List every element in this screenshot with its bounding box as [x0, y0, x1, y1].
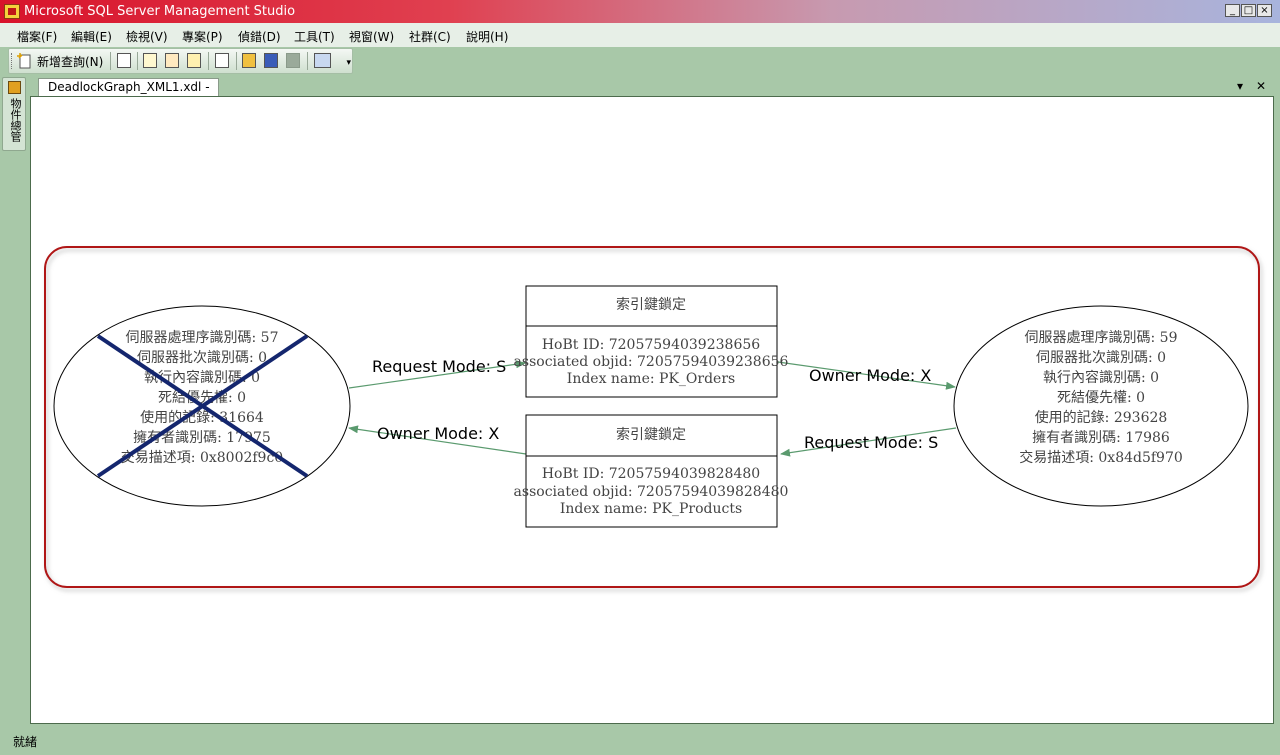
menu-debug[interactable]: 偵錯(D) — [238, 30, 281, 44]
tab-deadlock-graph[interactable]: DeadlockGraph_XML1.xdl - — [38, 78, 219, 96]
resource-objid: associated objid: 72057594039238656 — [514, 354, 789, 370]
deadlock-frame — [44, 246, 1260, 588]
process-priority: 死結優先權: 0 — [1057, 390, 1145, 406]
key-lock-resource-products[interactable]: 索引鍵鎖定 HoBt ID: 72057594039828480 associa… — [514, 414, 789, 528]
status-text: 就緒 — [13, 735, 38, 749]
victim-priority: 死結優先權: 0 — [158, 390, 246, 406]
resource-index-name: Index name: PK_Products — [560, 501, 742, 517]
toolbar-separator — [110, 52, 111, 70]
resource-box — [525, 414, 778, 528]
menu-window[interactable]: 視窗(W) — [349, 30, 395, 44]
victim-ecid: 執行內容識別碼: 0 — [144, 369, 260, 386]
dmx-query-icon[interactable] — [165, 53, 179, 68]
edge-process2-to-resource2 — [780, 427, 957, 457]
maximize-button[interactable]: □ — [1241, 4, 1256, 17]
toolbar-separator — [137, 52, 138, 70]
open-file-icon[interactable] — [242, 53, 256, 68]
resource-title: 索引鍵鎖定 — [616, 296, 686, 313]
resource-hobt-id: HoBt ID: 72057594039828480 — [542, 466, 760, 482]
add-item-icon[interactable] — [215, 53, 229, 68]
new-file-icon[interactable] — [117, 53, 131, 68]
deadlock-graph-canvas[interactable]: Request Mode: S Owner Mode: X Request Mo… — [30, 96, 1274, 724]
close-button[interactable]: × — [1257, 4, 1272, 17]
object-explorer-icon — [8, 81, 21, 94]
victim-batch-id: 伺服器批次識別碼: 0 — [137, 350, 267, 366]
new-query-button[interactable]: 新增查詢(N) — [17, 51, 103, 71]
print-icon[interactable] — [286, 53, 300, 68]
menu-community[interactable]: 社群(C) — [409, 30, 451, 44]
menu-view[interactable]: 檢視(V) — [126, 30, 168, 44]
process-transaction: 交易描述項: 0x84d5f970 — [1019, 449, 1183, 466]
ssms-app-icon[interactable] — [4, 4, 20, 19]
process-ellipse — [953, 305, 1249, 507]
standard-toolbar: 新增查詢(N) ▾ — [8, 48, 353, 74]
victim-cross-icon — [96, 334, 309, 478]
tab-dropdown-icon[interactable]: ▾ — [1237, 79, 1244, 93]
toolbar-overflow-icon[interactable]: ▾ — [346, 58, 351, 68]
tab-label: DeadlockGraph_XML1.xdl - — [48, 80, 210, 94]
close-tab-icon[interactable]: ✕ — [1256, 79, 1267, 93]
new-query-icon — [17, 53, 31, 69]
activity-monitor-icon[interactable] — [314, 53, 331, 68]
minimize-button[interactable]: _ — [1225, 4, 1240, 17]
deadlock-graph-svg: Request Mode: S Owner Mode: X Request Mo… — [44, 246, 1260, 588]
victim-log-used: 使用的記錄: 31664 — [140, 409, 264, 426]
resource-index-name: Index name: PK_Orders — [567, 371, 735, 387]
process-log-used: 使用的記錄: 293628 — [1035, 409, 1168, 426]
resource-box — [525, 285, 778, 398]
key-lock-resource-orders[interactable]: 索引鍵鎖定 HoBt ID: 72057594039238656 associa… — [514, 285, 789, 398]
resource-title: 索引鍵鎖定 — [616, 426, 686, 443]
object-explorer-tab[interactable]: 物件總管 — [2, 77, 26, 151]
menu-bar: 檔案(F) 編輯(E) 檢視(V) 專案(P) 偵錯(D) 工具(T) 視窗(W… — [0, 23, 1280, 47]
document-tab-bar: DeadlockGraph_XML1.xdl - ▾ ✕ — [30, 77, 1276, 96]
victim-process-node[interactable]: 伺服器處理序識別碼: 57 伺服器批次識別碼: 0 執行內容識別碼: 0 死結優… — [53, 305, 351, 507]
toolbar-separator — [236, 52, 237, 70]
edge-label-request-s: Request Mode: S — [804, 433, 938, 452]
resource-hobt-id: HoBt ID: 72057594039238656 — [542, 337, 760, 353]
new-query-label: 新增查詢(N) — [37, 54, 104, 69]
process-spid: 伺服器處理序識別碼: 59 — [1025, 330, 1178, 346]
menu-help[interactable]: 說明(H) — [466, 30, 509, 44]
victim-spid: 伺服器處理序識別碼: 57 — [126, 330, 279, 346]
process-batch-id: 伺服器批次識別碼: 0 — [1036, 350, 1166, 366]
edge-victim-to-resource1 — [348, 360, 526, 389]
edge-resource2-to-victim — [348, 425, 527, 455]
window-title: Microsoft SQL Server Management Studio — [24, 4, 296, 19]
xmla-query-icon[interactable] — [187, 53, 201, 68]
mdx-query-icon[interactable] — [143, 53, 157, 68]
edge-resource1-to-process2 — [777, 361, 956, 390]
toolbar-separator — [208, 52, 209, 70]
menu-tools[interactable]: 工具(T) — [294, 30, 335, 44]
window-controls: _ □ × — [1225, 4, 1272, 17]
edge-label-owner-x: Owner Mode: X — [809, 366, 931, 385]
toolbar-grip[interactable] — [11, 53, 15, 69]
menu-file[interactable]: 檔案(F) — [17, 30, 58, 44]
edge-label-owner-x: Owner Mode: X — [377, 424, 499, 443]
menu-project[interactable]: 專案(P) — [182, 30, 223, 44]
resource-objid: associated objid: 72057594039828480 — [514, 484, 789, 500]
menu-edit[interactable]: 編輯(E) — [71, 30, 112, 44]
process-ecid: 執行內容識別碼: 0 — [1043, 369, 1159, 386]
save-icon[interactable] — [264, 53, 278, 68]
object-explorer-label: 物件總管 — [9, 98, 22, 142]
title-bar: Microsoft SQL Server Management Studio _… — [0, 0, 1280, 23]
toolbar-separator — [307, 52, 308, 70]
process-node[interactable]: 伺服器處理序識別碼: 59 伺服器批次識別碼: 0 執行內容識別碼: 0 死結優… — [953, 305, 1249, 507]
status-bar: 就緒 — [0, 729, 1280, 755]
process-owner-id: 擁有者識別碼: 17986 — [1032, 430, 1170, 446]
edge-label-request-s: Request Mode: S — [372, 357, 506, 376]
victim-transaction: 交易描述項: 0x8002f9c0 — [121, 449, 283, 466]
victim-owner-id: 擁有者識別碼: 17975 — [133, 430, 271, 446]
